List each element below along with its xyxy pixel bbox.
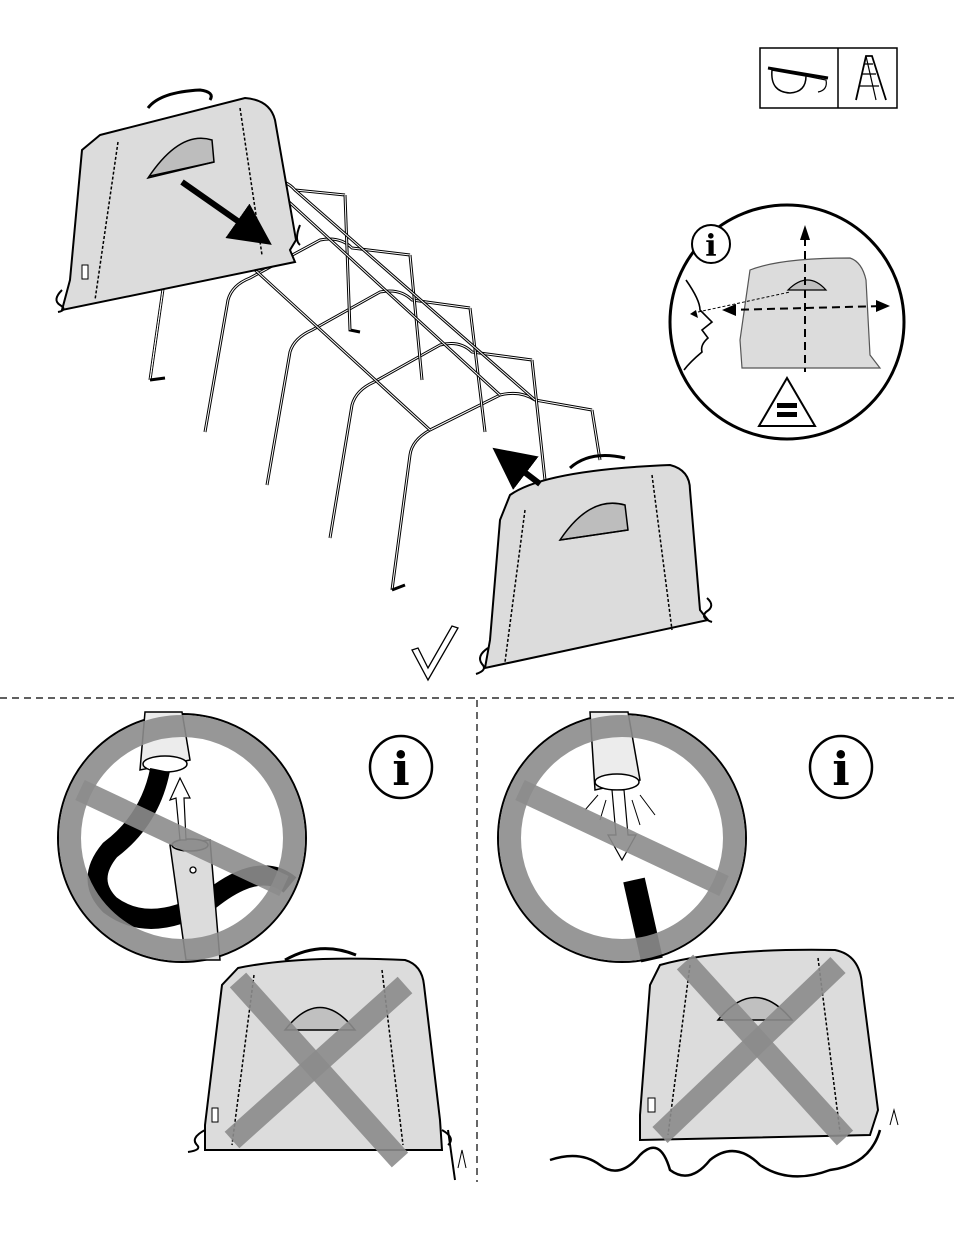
incorrect-panel-left [188,949,466,1180]
info-icon-left-letter: i [392,742,409,796]
install-arrow-front [502,455,540,484]
tools-box [760,48,897,108]
warning-right-circle [498,712,746,962]
info-icon-letter: i [705,229,716,264]
warning-left-circle [58,712,306,962]
incorrect-panel-right [550,950,898,1177]
alignment-detail-circle: i [670,205,904,439]
info-icon-right-letter: i [832,742,849,796]
end-panel-front [476,456,712,674]
check-mark-icon [412,626,458,680]
